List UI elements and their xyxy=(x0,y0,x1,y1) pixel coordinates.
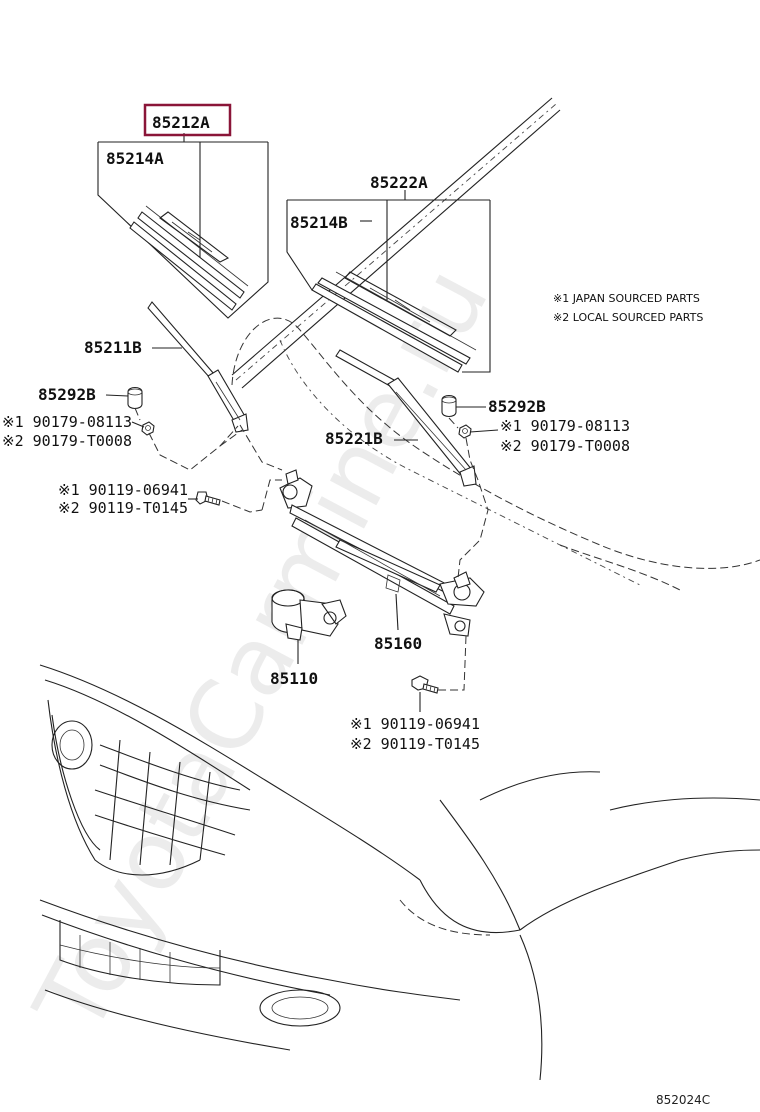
label-nut-right-2[interactable]: ※2 90179-T0008 xyxy=(500,437,630,455)
bolt-left[interactable] xyxy=(195,491,221,506)
wiper-arm-left[interactable] xyxy=(147,301,249,433)
wiper-link-assembly[interactable] xyxy=(279,469,485,637)
wiper-arm-right[interactable] xyxy=(335,349,477,487)
leader-nut-right xyxy=(469,429,499,433)
cap-left[interactable] xyxy=(127,386,143,410)
label-bolt-left-2[interactable]: ※2 90119-T0145 xyxy=(58,499,188,517)
wiper-blade-right[interactable] xyxy=(311,271,477,373)
vehicle-front-outline xyxy=(39,664,760,1081)
label-85222A[interactable]: 85222A xyxy=(370,173,428,192)
windshield-outline xyxy=(231,97,561,389)
label-85214A[interactable]: 85214A xyxy=(106,149,164,168)
nut-right[interactable] xyxy=(458,424,472,439)
leader-lines xyxy=(134,407,489,691)
label-85212A[interactable]: 85212A xyxy=(152,113,210,132)
label-85214B[interactable]: 85214B xyxy=(290,213,348,232)
label-85221B[interactable]: 85221B xyxy=(325,429,383,448)
legend-note-1: ※1 JAPAN SOURCED PARTS xyxy=(553,292,700,305)
bolt-bottom[interactable] xyxy=(411,675,439,694)
highlight-box xyxy=(143,103,232,137)
label-nut-left-2[interactable]: ※2 90179-T0008 xyxy=(2,432,132,450)
label-bolt-left-1[interactable]: ※1 90119-06941 xyxy=(58,481,188,499)
bracket-85222A xyxy=(286,190,491,373)
label-85211B[interactable]: 85211B xyxy=(84,338,142,357)
label-bolt-bottom-2[interactable]: ※2 90119-T0145 xyxy=(350,735,480,753)
leader-85160 xyxy=(395,593,399,631)
label-nut-left-1[interactable]: ※1 90179-08113 xyxy=(2,413,132,431)
label-85292B-right[interactable]: 85292B xyxy=(488,397,546,416)
wiper-blade-left[interactable] xyxy=(129,205,249,311)
nut-left[interactable] xyxy=(141,421,155,436)
bracket-85212A xyxy=(97,133,269,319)
cap-right[interactable] xyxy=(441,394,457,418)
label-85160[interactable]: 85160 xyxy=(374,634,422,653)
leader-85292B-left xyxy=(105,394,129,397)
hood-outline xyxy=(231,317,760,591)
label-85292B-left[interactable]: 85292B xyxy=(38,385,96,404)
label-bolt-bottom-1[interactable]: ※1 90119-06941 xyxy=(350,715,480,733)
label-nut-right-1[interactable]: ※1 90179-08113 xyxy=(500,417,630,435)
figure-code: 852024C xyxy=(656,1093,710,1107)
label-85110[interactable]: 85110 xyxy=(270,669,318,688)
legend-note-2: ※2 LOCAL SOURCED PARTS xyxy=(553,311,703,324)
leader-nut-left xyxy=(131,421,145,428)
wiper-motor[interactable] xyxy=(271,589,347,641)
